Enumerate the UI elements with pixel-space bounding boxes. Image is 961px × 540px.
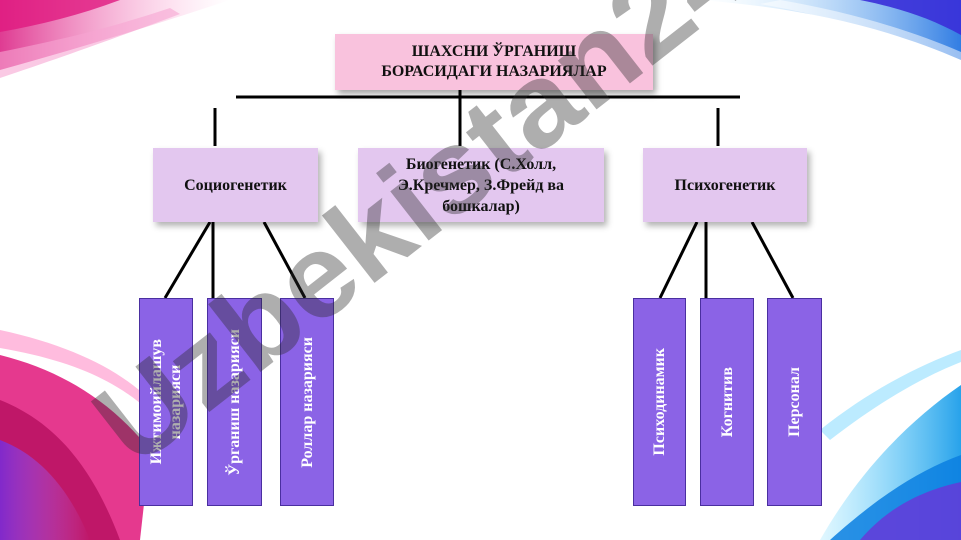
- root-line-2: БОРАСИДАГИ НАЗАРИЯЛАР: [381, 63, 607, 80]
- leaf-text: Персонал: [786, 367, 803, 437]
- socio-to-leaf-1: [163, 221, 212, 299]
- branch-label: Социогенетик: [184, 176, 287, 194]
- leaf-personal: Персонал: [767, 298, 822, 506]
- leaf-cognitive: Когнитив: [700, 298, 754, 506]
- root-node: ШАХСНИ ЎРГАНИШ БОРАСИДАГИ НАЗАРИЯЛАР: [335, 34, 653, 90]
- leaf-text: Ўрганиш назарияси: [226, 328, 243, 476]
- branch-label: Психогенетик: [674, 176, 776, 194]
- branch-label: Биогенетик (С.Холл, Э.Кречмер, З.Фрейд в…: [397, 155, 565, 215]
- branch-biogenetic: Биогенетик (С.Холл, Э.Кречмер, З.Фрейд в…: [358, 148, 604, 222]
- psycho-to-leaf-3: [750, 221, 795, 299]
- leaf-role-theory: Роллар назарияси: [280, 298, 334, 506]
- leaf-text: Психодинамик: [651, 348, 668, 456]
- branch-sociogenetic: Социогенетик: [153, 148, 318, 222]
- leaf-line-2: назарияси: [167, 364, 184, 440]
- root-line-1: ШАХСНИ ЎРГАНИШ: [411, 43, 577, 60]
- leaf-line-1: Ижтимоийлашув: [148, 339, 165, 465]
- leaf-text: Когнитив: [718, 366, 736, 438]
- leaf-learning-theory: Ўрганиш назарияси: [207, 298, 262, 506]
- leaf-text: Роллар назарияси: [298, 336, 316, 468]
- branch-psychogenetic: Психогенетик: [643, 148, 807, 222]
- psycho-to-leaf-1: [658, 221, 699, 299]
- leaf-socialization-theory: Ижтимоийлашув назарияси: [139, 298, 193, 506]
- leaf-psychodynamic: Психодинамик: [633, 298, 686, 506]
- leaf-text: Ижтимоийлашув назарияси: [147, 339, 185, 464]
- socio-to-leaf-3: [262, 221, 307, 299]
